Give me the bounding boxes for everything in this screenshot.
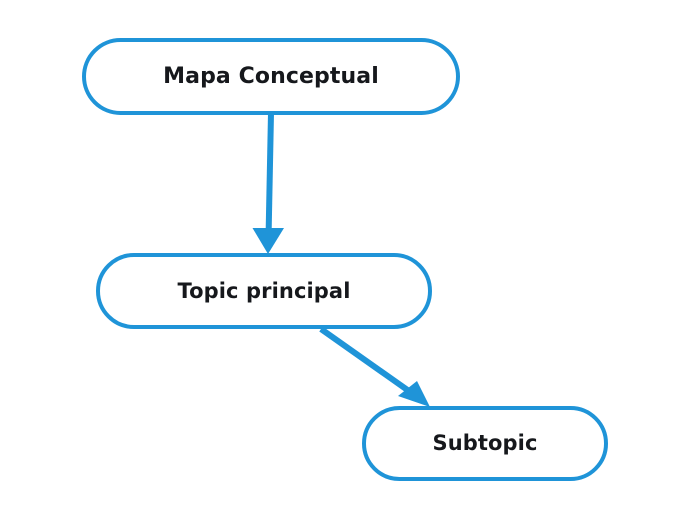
node-topic-principal[interactable]: Topic principal <box>96 253 432 329</box>
node-subtopic[interactable]: Subtopic <box>362 406 608 481</box>
arrowhead-icon <box>398 381 430 407</box>
node-label: Subtopic <box>432 431 538 455</box>
node-label: Mapa Conceptual <box>163 63 379 89</box>
node-mapa-conceptual[interactable]: Mapa Conceptual <box>82 38 460 115</box>
node-label: Topic principal <box>177 278 351 303</box>
edge-root-to-main[interactable] <box>252 112 285 254</box>
edge-main-to-sub[interactable] <box>319 326 430 407</box>
arrowhead-icon <box>252 228 284 254</box>
